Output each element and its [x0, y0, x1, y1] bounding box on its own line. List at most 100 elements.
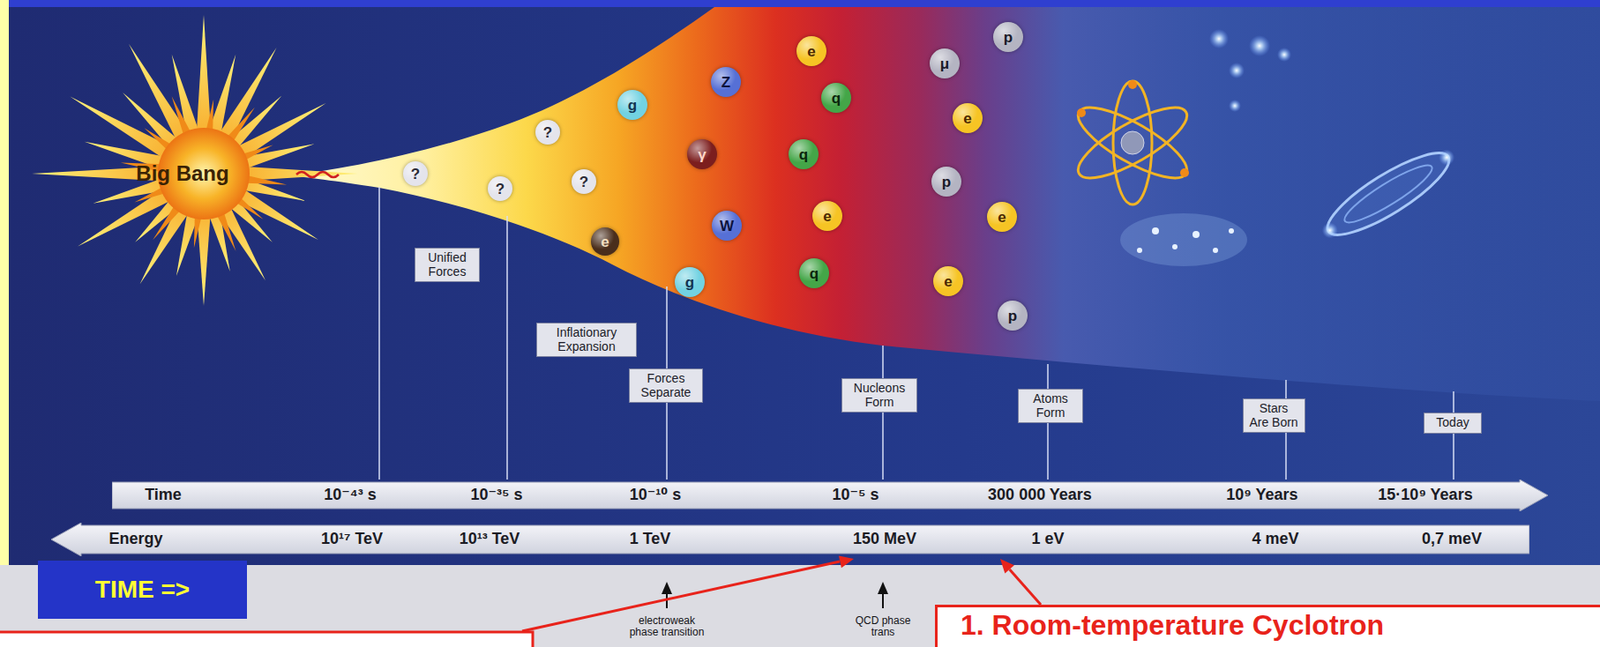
particle-symbol: e	[963, 111, 972, 127]
particle-circle: W	[711, 210, 742, 241]
axis-value: 10⁻⁵ s	[832, 486, 880, 505]
axis-text-slot: 10¹³ TeV	[459, 530, 521, 549]
galaxy	[1313, 136, 1465, 252]
title-label: Big Bang	[135, 161, 229, 187]
particle-symbol: g	[685, 275, 695, 291]
axis-value: 10¹⁷ TeV	[321, 530, 383, 549]
orbit	[1069, 95, 1196, 191]
orbit	[1069, 95, 1196, 191]
era-label: Unified Forces	[420, 251, 474, 279]
axis-text-slot: 0,7 meV	[1421, 530, 1482, 549]
particle-symbol: μ	[940, 56, 950, 72]
callout-text: 1. Room-temperature Cyclotron	[960, 609, 1600, 642]
particle-circle: e	[986, 201, 1017, 232]
particle-symbol: γ	[697, 147, 706, 163]
particle-circle: g	[617, 89, 648, 120]
cluster-dot	[1151, 227, 1159, 235]
callout-box: 1. Room-temperature Cyclotron	[934, 605, 1600, 647]
particle-symbol: ?	[411, 166, 420, 182]
axis-text-slot: 10¹⁷ TeV	[321, 530, 383, 549]
epoch-line	[506, 216, 509, 480]
era-label: Stars Are Born	[1248, 402, 1300, 430]
connector-line	[1009, 569, 1041, 606]
axis-text-slot: 1 TeV	[629, 530, 672, 549]
frame-stripe	[0, 0, 9, 566]
axis-text-slot: 10⁹ Years	[1226, 486, 1298, 505]
up-arrow-head	[877, 582, 889, 595]
cluster-dot	[1172, 244, 1178, 250]
era-label-box: Atoms Form	[1017, 388, 1084, 424]
particle-symbol: q	[809, 266, 819, 282]
particle-circle: e	[796, 36, 827, 67]
galaxy-star	[1318, 219, 1341, 242]
axis-text-slot: 300 000 Years	[987, 486, 1092, 505]
star	[1277, 47, 1292, 62]
axis-text-slot: 150 MeV	[852, 530, 917, 549]
era-label-box: Forces Separate	[628, 368, 703, 404]
particle-symbol: e	[822, 209, 831, 225]
sky	[8, 7, 1600, 566]
axis-title: Time	[144, 486, 182, 505]
electron	[1180, 168, 1189, 178]
particle-circle: ?	[571, 169, 597, 195]
orbit	[1113, 81, 1152, 205]
axis-value: 0,7 meV	[1421, 530, 1482, 549]
squiggle	[296, 171, 339, 178]
stars	[1209, 29, 1292, 113]
axis-value: 10⁻⁴³ s	[323, 486, 376, 505]
particle-circle: e	[590, 227, 620, 256]
axis-value: 10⁻¹⁰ s	[629, 486, 681, 505]
era-label-box: Today	[1423, 412, 1482, 434]
axis-value: 4 meV	[1251, 530, 1299, 549]
particle-symbol: ?	[543, 125, 553, 141]
axis-text-slot: 10⁻¹⁰ s	[629, 486, 681, 505]
phase-label: electroweak phase transition	[624, 615, 710, 640]
particle-symbol: q	[831, 90, 841, 106]
explosion	[31, 14, 359, 307]
axis-text-slot: 10⁻⁵ s	[832, 486, 880, 505]
particle-circle: q	[799, 258, 830, 289]
particle-circle: g	[674, 267, 705, 298]
time-axis-arrow: Time 10⁻⁴³ s 10⁻³⁵ s 10⁻¹⁰ s 10⁻⁵ s 300 000 Y…	[112, 479, 1548, 512]
particle-circle: γ	[687, 139, 718, 170]
particle-symbol: ?	[495, 181, 505, 197]
particle-symbol: p	[1008, 308, 1017, 324]
star	[1228, 62, 1245, 79]
particle-circle: q	[788, 139, 819, 170]
epoch-line	[378, 186, 381, 480]
axis-value: 300 000 Years	[987, 486, 1092, 505]
particle-circle: μ	[929, 48, 960, 79]
connector-arrow	[1000, 559, 1041, 606]
label-slot: Big Bang	[135, 161, 229, 187]
time-direction-text: TIME =>	[95, 575, 190, 605]
particle-circle: q	[821, 82, 852, 113]
era-label-box: Nucleons Form	[841, 378, 918, 413]
particle-symbol: g	[628, 97, 637, 113]
particle-circle: ?	[487, 176, 513, 202]
particle-circle: p	[997, 300, 1028, 331]
era-label-box: Inflationary Expansion	[536, 322, 637, 358]
galaxy-ring	[1338, 157, 1437, 231]
cluster-dot	[1136, 247, 1143, 254]
particle-symbol: e	[807, 44, 815, 60]
label-slot: QCD phase trans	[853, 615, 913, 640]
electron	[1076, 108, 1086, 118]
era-label-box: Unified Forces	[414, 247, 480, 283]
time-direction-box: TIME =>	[37, 560, 247, 620]
axis-text-slot: Time	[144, 486, 182, 505]
particle-circle: ?	[403, 161, 428, 187]
particle-circle: p	[931, 166, 962, 197]
galaxy-star	[1435, 146, 1458, 169]
cluster-dot	[1212, 247, 1219, 254]
particle-symbol: Z	[721, 74, 731, 90]
epoch-line	[1452, 391, 1455, 480]
axis-value: 10¹³ TeV	[459, 530, 521, 549]
axis-text-slot: 10⁻³⁵ s	[471, 486, 524, 505]
up-arrow-shaft	[882, 592, 884, 609]
particle-circle: e	[812, 201, 843, 232]
axis-title: Energy	[108, 530, 163, 549]
up-arrow-head	[661, 582, 673, 595]
axis-text-slot: 10⁻⁴³ s	[323, 486, 376, 505]
